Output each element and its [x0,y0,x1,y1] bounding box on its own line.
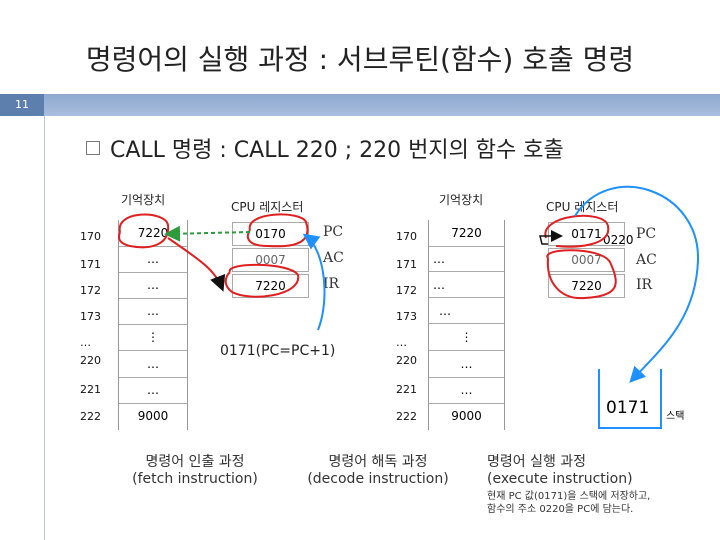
right-mem-cell-221: … [429,377,504,404]
right-reg-name-ac: AC [636,252,657,268]
header-band [44,94,720,116]
bullet-square-icon [86,141,100,155]
execute-caption-en: (execute instruction) [487,471,633,487]
stack-box [598,369,662,429]
subtitle: CALL 명령 : CALL 220 ; 220 번지의 함수 호출 [86,132,564,164]
left-mem-cell-173: … [119,298,187,325]
execute-note: 현재 PC 값(0171)을 스택에 저장하고, 함수의 주소 0220을 PC… [487,491,651,515]
left-green-dashed-arrow [164,225,251,242]
fetch-caption: 명령어 인출 과정 (fetch instruction) [120,451,270,487]
pc-new-value: 0220 [603,233,634,247]
right-blue-stack-arrow [574,185,700,383]
right-memory-column: 7220 … … … ⋮ … … 9000 [428,220,505,430]
right-addr-170: 170 [396,230,417,243]
right-reg-name-pc: PC [636,226,657,242]
left-blue-pc-arrow [302,233,326,331]
left-addr-173: 173 [80,310,101,323]
left-reg-name-ir: IR [323,276,340,292]
right-addr-gap: … [396,336,407,349]
slide-number: 11 [0,94,44,116]
right-addr-220: 220 [396,354,417,367]
right-reg-name-ir: IR [636,277,653,293]
right-mem-header: 기억장치 [439,193,484,207]
right-mem-cell-171: … [429,246,504,272]
left-addr-171: 171 [80,258,101,271]
right-mem-gap: ⋮ [460,330,473,344]
right-addr-221: 221 [396,383,417,396]
right-mem-cell-172: … [429,272,504,298]
right-addr-173: 173 [396,310,417,323]
execute-caption: 명령어 실행 과정 (execute instruction) [487,451,667,487]
right-addr-171: 171 [396,258,417,271]
left-pc-red-loop [246,213,309,248]
right-ir-red-loop [546,249,617,300]
right-mem-cell-170: 7220 [429,220,504,247]
stack-value: 0171 [606,398,650,418]
page-title: 명령어의 실행 과정 : 서브루틴(함수) 호출 명령 [85,43,635,76]
stack-label: 스택 [666,411,685,422]
decode-caption: 명령어 해독 과정 (decode instruction) [298,451,458,487]
left-mem-gap: ⋮ [147,330,159,344]
left-mem-cell-222: 9000 [137,409,169,423]
left-reg-ac: 0007 [232,248,309,272]
execute-caption-ko: 명령어 실행 과정 [487,454,587,470]
left-addr-gap: … [80,336,91,349]
right-addr-222: 222 [396,410,417,423]
right-mem-cell-173: … [429,298,504,324]
fetch-caption-en: (fetch instruction) [132,471,258,487]
decode-caption-en: (decode instruction) [307,471,449,487]
left-mem-cell-221: … [119,377,187,404]
decode-caption-ko: 명령어 해독 과정 [328,454,428,470]
left-reg-ir: 7220 [232,274,309,298]
subtitle-text: CALL 명령 : CALL 220 ; 220 번지의 함수 호출 [110,138,564,163]
pc-increment-note: 0171(PC=PC+1) [220,343,336,359]
right-mem-cell-220: … [429,350,504,378]
left-mem-header: 기억장치 [121,193,166,207]
left-addr-220: 220 [80,354,101,367]
right-black-arrow [539,230,563,245]
left-addr-221: 221 [80,383,101,396]
left-reg-name-ac: AC [323,250,344,266]
left-mem-cell-172: … [119,272,187,299]
right-pc-red-loop [544,214,610,248]
left-addr-172: 172 [80,284,101,297]
left-reg-name-pc: PC [323,224,344,240]
left-mem-red-loop [118,213,170,249]
right-mem-cell-222: 9000 [451,409,482,423]
left-red-fetch-arrow [167,237,226,292]
left-cpu-header: CPU 레지스터 [231,200,304,214]
right-addr-172: 172 [396,284,417,297]
left-mem-cell-220: … [119,350,187,378]
fetch-caption-ko: 명령어 인출 과정 [145,454,245,470]
left-ir-red-loop [224,263,300,298]
left-rule [44,116,45,540]
left-addr-170: 170 [80,230,101,243]
left-addr-222: 222 [80,410,101,423]
left-mem-cell-171: … [119,246,187,273]
